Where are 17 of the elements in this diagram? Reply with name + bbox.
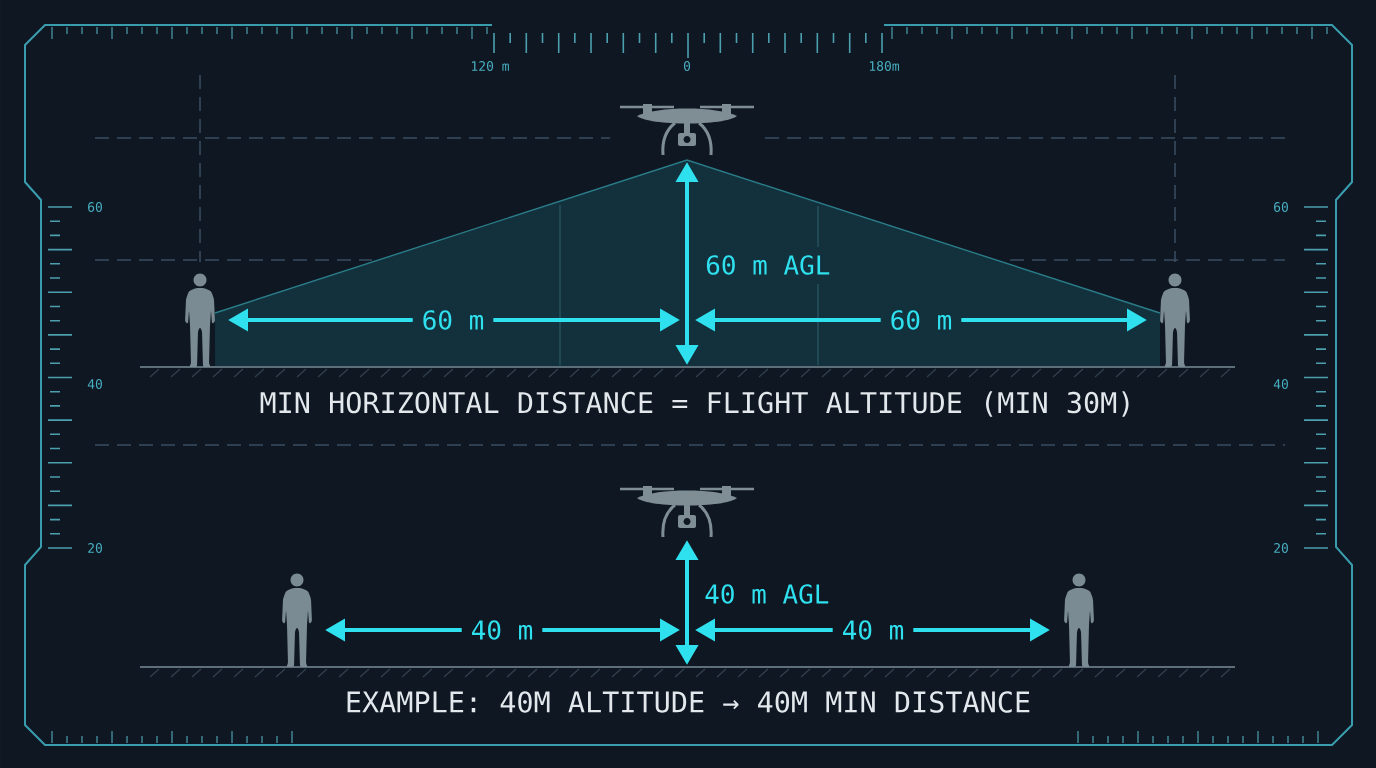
scale-label: 20	[88, 543, 102, 553]
scale-label: 0	[683, 61, 691, 71]
dimension-label: 60 m	[880, 308, 962, 332]
caption: EXAMPLE: 40M ALTITUDE → 40M MIN DISTANCE	[347, 691, 1030, 713]
scale-label: 20	[1274, 543, 1288, 553]
dimension-label: 40 m AGL	[705, 584, 829, 604]
dimension-label: 40 m	[461, 618, 543, 642]
scale-label: 60	[1274, 202, 1288, 212]
scale-label: 120 m	[472, 61, 509, 71]
scale-label: 40	[87, 379, 102, 389]
scale-label: 60	[88, 202, 102, 212]
dimension-label: 60 m AGL	[706, 255, 830, 275]
scale-label: 40	[1273, 379, 1288, 389]
dimension-label: 40 m	[832, 618, 914, 642]
dimension-label: 60 m	[412, 308, 494, 332]
caption: MIN HORIZONTAL DISTANCE = FLIGHT ALTITUDE (MIN 30M)	[260, 391, 1129, 417]
scale-label: 180m	[869, 61, 900, 71]
